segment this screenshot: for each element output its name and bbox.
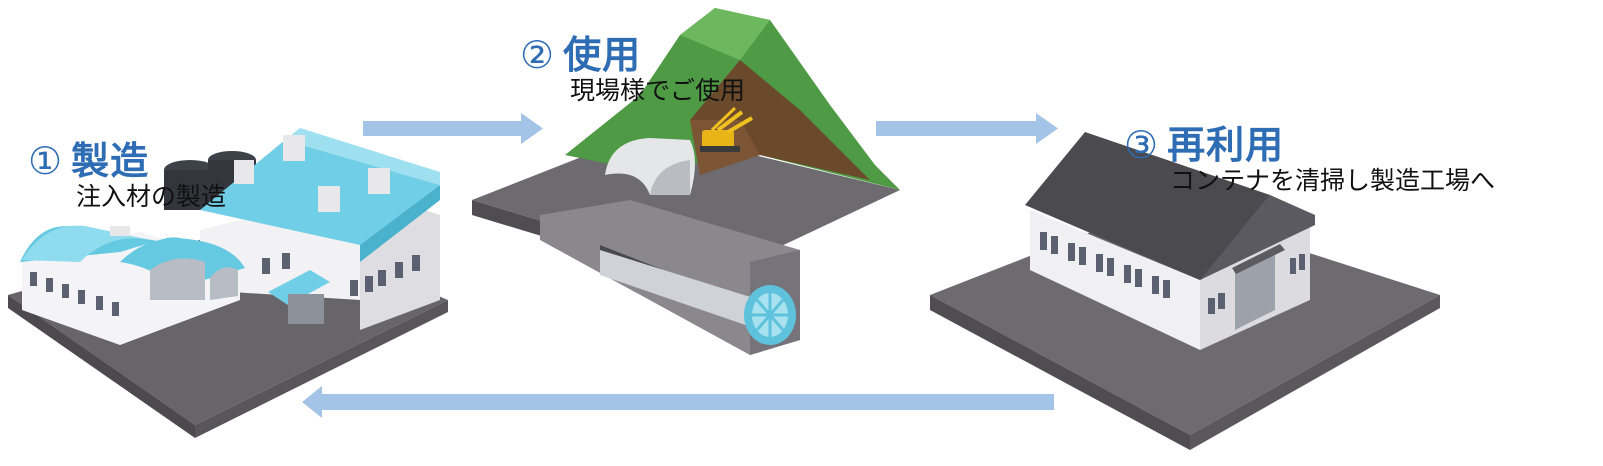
- step-2-subtitle: 現場様でご使用: [570, 76, 746, 105]
- reuse-building-illustration: [930, 132, 1440, 450]
- step-3-title-text: 再利用: [1167, 123, 1285, 167]
- tunnel-site-illustration: [472, 8, 900, 355]
- arrow-2-to-3: [876, 113, 1058, 144]
- step-2-number: ②: [520, 33, 556, 77]
- step-1-number: ①: [28, 139, 64, 183]
- factory-illustration: [8, 128, 448, 438]
- arrow-3-to-1: [302, 386, 1054, 418]
- step-1-title-text: 製造: [71, 139, 150, 183]
- step-2-title-text: 使用: [563, 33, 642, 77]
- step-1-subtitle: 注入材の製造: [76, 182, 227, 211]
- step-3-subtitle: コンテナを清掃し製造工場へ: [1170, 166, 1496, 195]
- step-3-number: ③: [1124, 123, 1160, 167]
- arrow-1-to-2: [363, 113, 543, 144]
